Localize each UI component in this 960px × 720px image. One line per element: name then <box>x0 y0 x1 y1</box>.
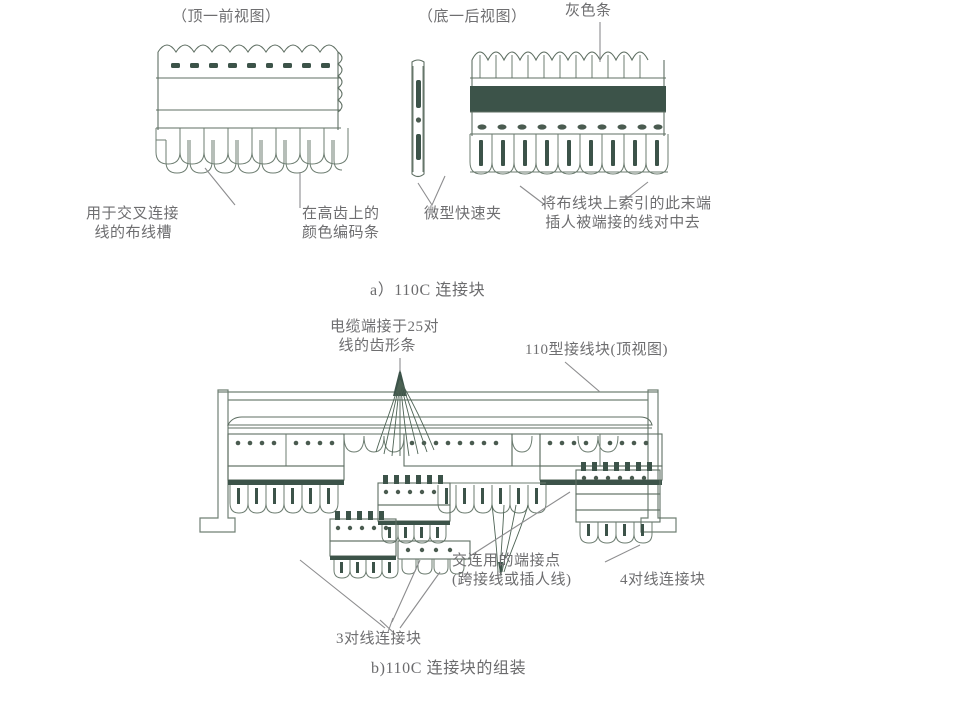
connector-dots-right <box>581 475 647 481</box>
terminal-dots <box>235 440 649 446</box>
teeth-left-lower <box>229 485 339 514</box>
teeth-center-lower <box>436 482 547 514</box>
teeth-row-back <box>155 128 349 165</box>
scallop-fingers-mid <box>343 435 533 453</box>
cross-connect-fan <box>491 504 529 578</box>
panel-b-leaders <box>299 358 641 635</box>
cable-fan <box>375 368 435 457</box>
comb-teeth-3pair-b <box>335 511 384 520</box>
label-3pair-block: 3对线连接块 <box>336 631 422 647</box>
terminal-strip-row-main <box>227 433 663 485</box>
panel-a-leaders <box>204 22 649 208</box>
label-block-top-view: 110型接线块(顶视图) <box>525 342 668 358</box>
connector-block-center-small <box>397 540 471 575</box>
label-insert-instruction: 将布线块上索引的此末端 插人被端接的线对中去 <box>541 196 712 231</box>
teeth-row-front <box>156 139 343 174</box>
label-color-code-strip: 在高齿上的 颜色编码条 <box>302 206 380 241</box>
teeth-right-bottom <box>579 522 653 544</box>
label-4pair-block: 4对线连接块 <box>620 572 706 588</box>
caption-panel-a: a）110C 连接块 <box>370 282 486 299</box>
label-quick-clip: 微型快速夹 <box>424 206 502 222</box>
teeth-right-upper <box>577 435 619 453</box>
arch-dividers <box>479 55 641 78</box>
caption-panel-b: b)110C 连接块的组装 <box>371 660 527 677</box>
label-cable-terminate: 电缆端接于25对 线的齿形条 <box>330 319 440 354</box>
label-gray-bar: 灰色条 <box>565 3 612 19</box>
teeth-3pair-b-bottom <box>333 560 399 579</box>
connector-block-4pair <box>575 435 661 544</box>
quick-clip-side-view <box>411 59 425 178</box>
wiring-block-assembly <box>199 368 677 579</box>
connector-block-3pair-lower <box>329 511 399 579</box>
comb-teeth-top <box>581 462 652 471</box>
label-wiring-trough: 用于交叉连接 线的布线槽 <box>86 206 180 241</box>
comb-teeth-3pair-a <box>383 475 443 484</box>
label-cross-connect: 交连用的端接点 (跨接线或插人线) <box>452 553 572 588</box>
dot-row <box>477 124 663 130</box>
label-view-top-front: （顶一前视图） <box>172 9 281 25</box>
rear-teeth-row <box>469 134 669 175</box>
block-top-front-view <box>155 44 349 174</box>
slot-holes-row <box>171 63 330 68</box>
teeth-3pair-a-bottom <box>381 525 447 544</box>
block-bottom-rear-view <box>469 51 669 175</box>
connector-block-3pair-upper <box>377 475 451 544</box>
label-view-bottom-rear: （底一后视图） <box>418 9 527 25</box>
